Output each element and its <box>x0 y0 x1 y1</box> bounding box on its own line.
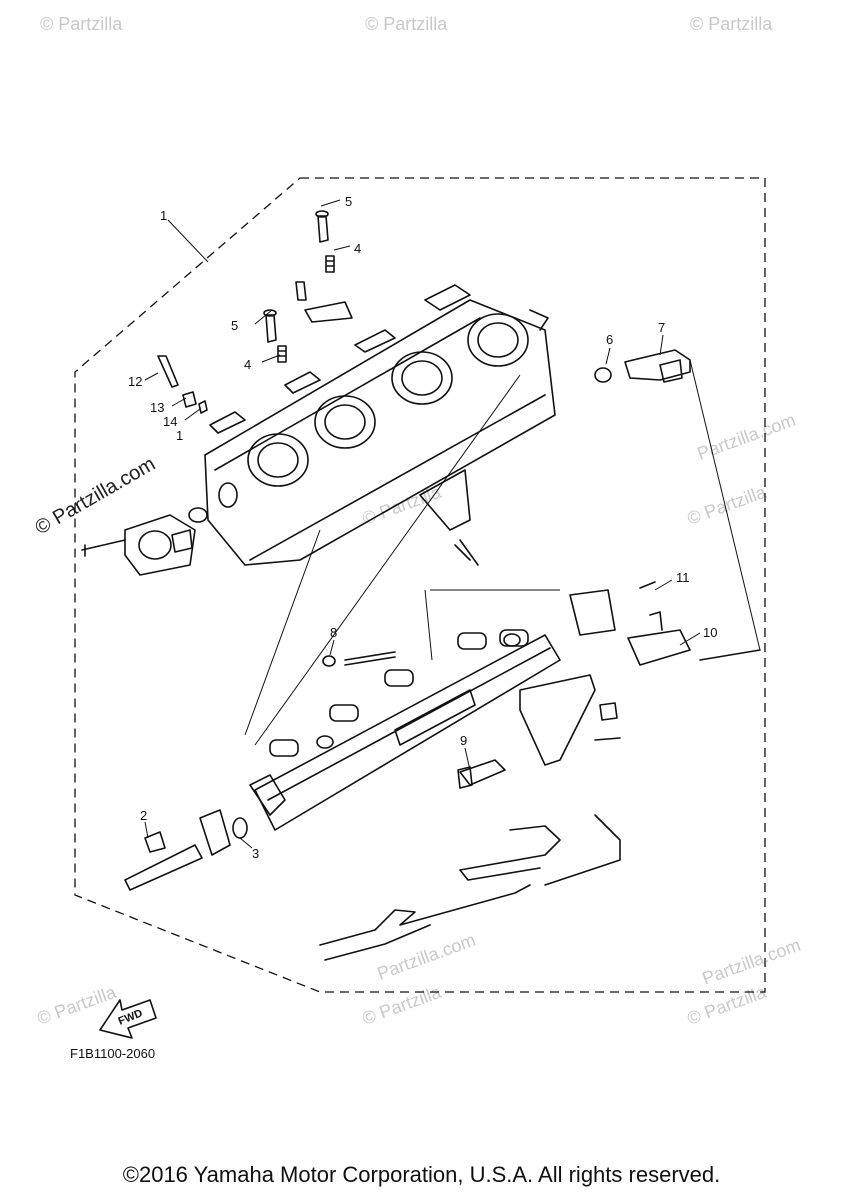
watermark: © Partzilla <box>35 981 120 1028</box>
callout-labels: 1 2 3 4 4 5 5 6 7 8 9 10 11 12 13 14 1 <box>128 194 717 861</box>
rail-bolts <box>322 651 396 667</box>
fwd-label: FWD <box>117 1007 145 1028</box>
callout-3: 3 <box>252 846 259 861</box>
callout-11: 11 <box>676 570 690 585</box>
callout-5: 5 <box>231 318 238 333</box>
mounting-bracket-left <box>419 469 479 566</box>
throttle-bore-4 <box>467 313 529 367</box>
fuel-sensor-and-bracket <box>457 581 761 789</box>
callout-10: 10 <box>703 625 717 640</box>
fuel-injector <box>594 349 691 383</box>
callout-6: 6 <box>606 332 613 347</box>
copyright-notice: ©2016 Yamaha Motor Corporation, U.S.A. A… <box>122 1162 721 1187</box>
watermark: © Partzilla <box>365 14 448 34</box>
assembly-boundary <box>74 177 766 993</box>
watermark: © Partzilla <box>360 981 445 1028</box>
callout-14: 14 <box>163 414 177 429</box>
corner-watermark: © Partzilla.com <box>32 453 160 539</box>
screws-and-springs <box>157 210 353 414</box>
watermark: Partzilla.com <box>375 930 479 984</box>
callout-13: 13 <box>150 400 164 415</box>
watermark: © Partzilla <box>690 14 773 34</box>
watermark: © Partzilla <box>40 14 123 34</box>
watermark: © Partzilla <box>685 981 770 1028</box>
callout-5: 5 <box>345 194 352 209</box>
throttle-bore-3 <box>391 351 453 405</box>
callout-9: 9 <box>460 733 467 748</box>
callout-4: 4 <box>354 241 361 256</box>
pressure-regulator <box>124 809 248 891</box>
callout-1b: 1 <box>176 428 183 443</box>
watermark: © Partzilla <box>685 481 770 528</box>
callout-2: 2 <box>140 808 147 823</box>
callout-1: 1 <box>160 208 167 223</box>
callout-8: 8 <box>330 625 337 640</box>
watermark-layer: © Partzilla © Partzilla © Partzilla © Pa… <box>32 14 804 1029</box>
callout-12: 12 <box>128 374 142 389</box>
fuel-hoses <box>319 814 621 961</box>
throttle-bore-1 <box>247 433 309 487</box>
fuel-rail-assembly <box>249 629 596 831</box>
callout-4: 4 <box>244 357 251 372</box>
throttle-position-sensor <box>81 507 208 576</box>
watermark: Partzilla.com <box>700 935 804 989</box>
fwd-arrow-icon: FWD <box>99 999 157 1039</box>
throttle-bore-2 <box>314 395 376 449</box>
watermark: Partzilla.com <box>695 410 799 464</box>
callout-7: 7 <box>658 320 665 335</box>
throttle-body-assembly <box>204 284 556 566</box>
drawing-code: F1B1100-2060 <box>70 1046 156 1061</box>
leader-lines <box>144 199 761 849</box>
